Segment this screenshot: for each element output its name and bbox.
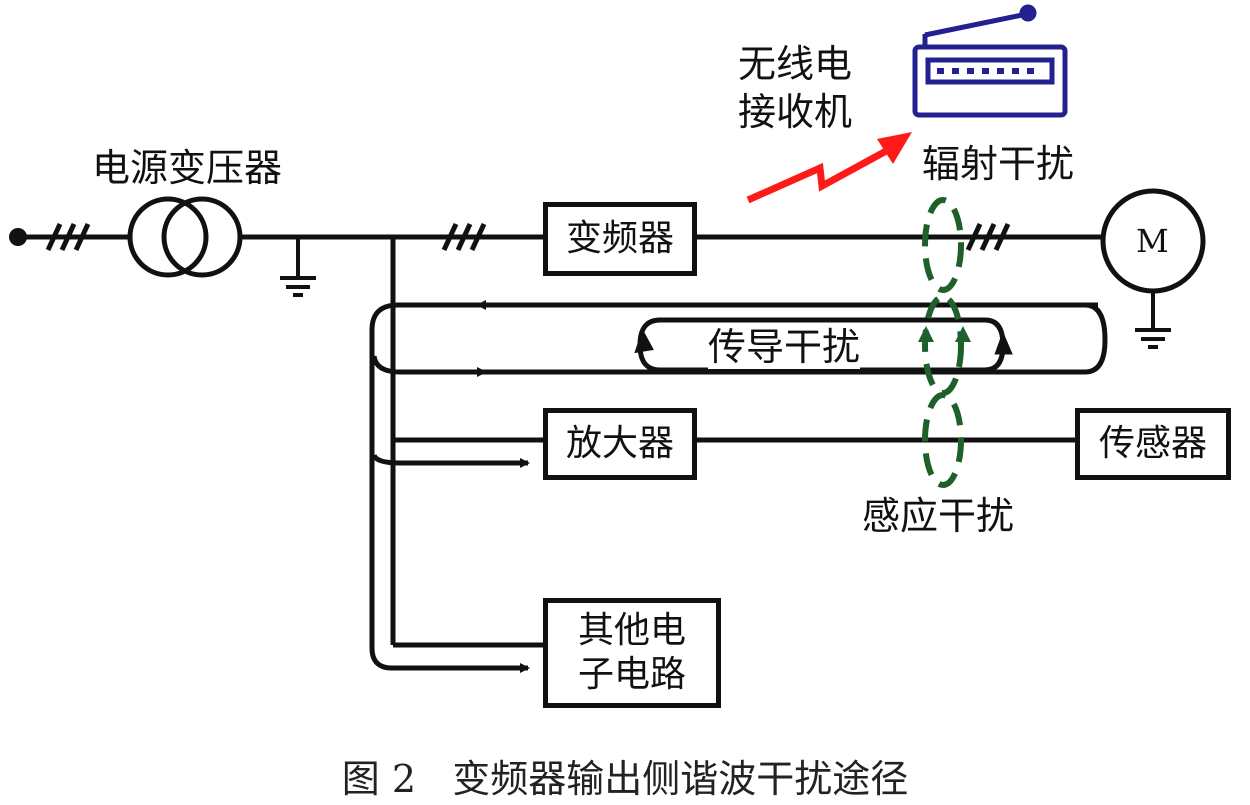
radio-receiver-icon [912,4,1068,118]
conducted-inner-loop [634,317,1013,373]
sensor-box: 传感器 [1075,408,1231,480]
other-circuit-label-line1: 其他电 [577,610,686,651]
transformer-symbol [127,196,243,278]
conducted-interference-label: 传导干扰 [708,325,861,369]
induced-interference-loops [922,197,964,488]
sensor-label: 传感器 [1098,423,1207,464]
amplifier-label: 放大器 [565,423,674,464]
power-transformer-label: 电源变压器 [92,146,283,190]
branch-bus [390,237,545,648]
input-terminal [9,228,27,246]
motor-label: M [1136,222,1169,260]
radio-receiver-label-line2: 接收机 [738,90,853,134]
motor-symbol [1100,188,1206,294]
radio-receiver-label-line1: 无线电 [738,42,853,86]
three-phase-mark-input [45,222,91,252]
inverter-box: 变频器 [543,202,697,276]
other-circuit-label-line2: 子电路 [577,654,686,695]
ground-symbol-transformer [280,237,316,297]
induced-interference-label: 感应干扰 [862,494,1015,538]
other-circuit-box: 其他电 子电路 [543,598,721,708]
inverter-label: 变频器 [565,218,674,259]
conducted-interference-loop [369,300,1108,673]
three-phase-mark-bus [441,222,487,252]
radiated-interference-arrow [746,132,912,204]
three-phase-mark-motor [965,222,1011,252]
radiated-interference-label: 辐射干扰 [922,142,1075,186]
amplifier-box: 放大器 [543,408,697,480]
ground-symbol-motor [1135,288,1171,349]
figure-caption: 图 2 变频器输出侧谐波干扰途径 [341,757,909,801]
induced-arrows [918,326,971,342]
